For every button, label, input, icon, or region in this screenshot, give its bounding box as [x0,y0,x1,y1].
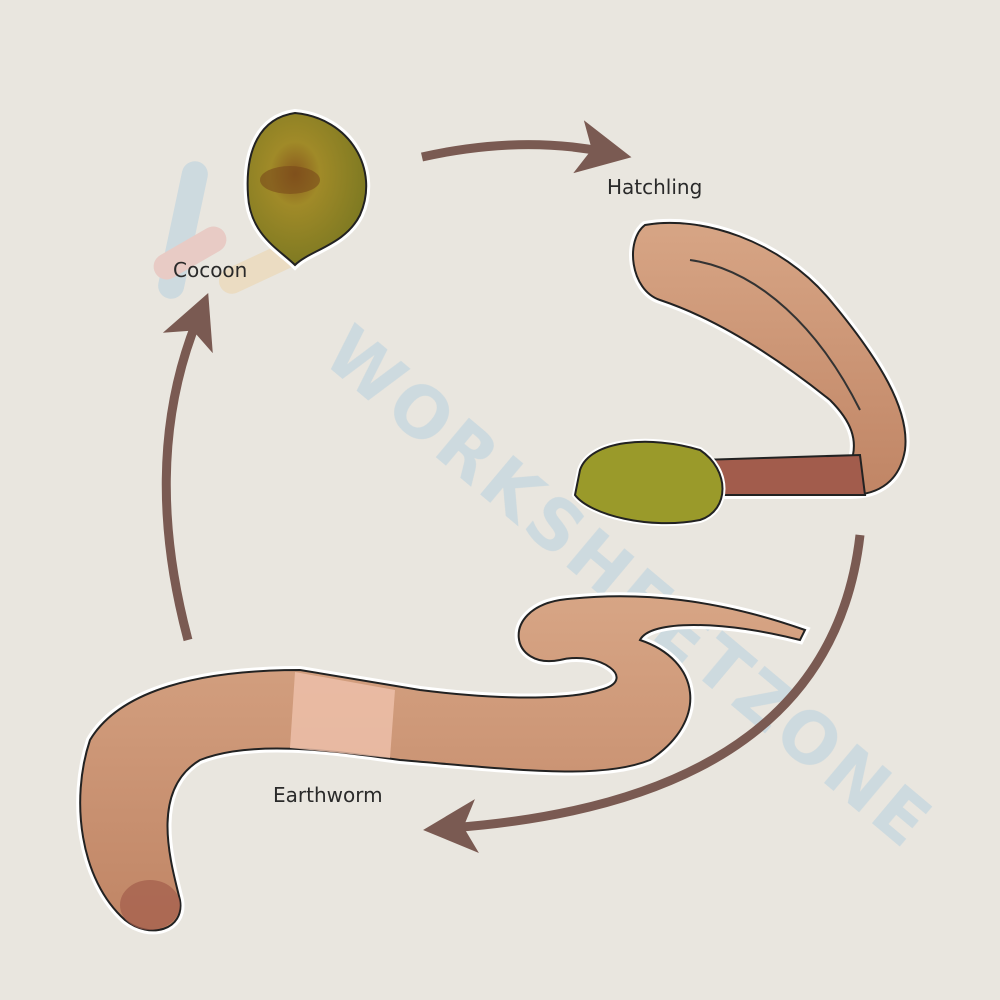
arrow-cocoon-to-hatchling [421,120,632,174]
label-hatchling: Hatchling [607,175,703,199]
earthworm-illustration [76,592,811,935]
arrow-earthworm-to-cocoon [161,293,213,642]
hatchling-illustration [571,218,910,527]
arrow-hatchling-to-earthworm [423,534,865,853]
label-earthworm: Earthworm [273,783,383,807]
cocoon-illustration [243,108,371,271]
label-cocoon: Cocoon [173,258,248,282]
